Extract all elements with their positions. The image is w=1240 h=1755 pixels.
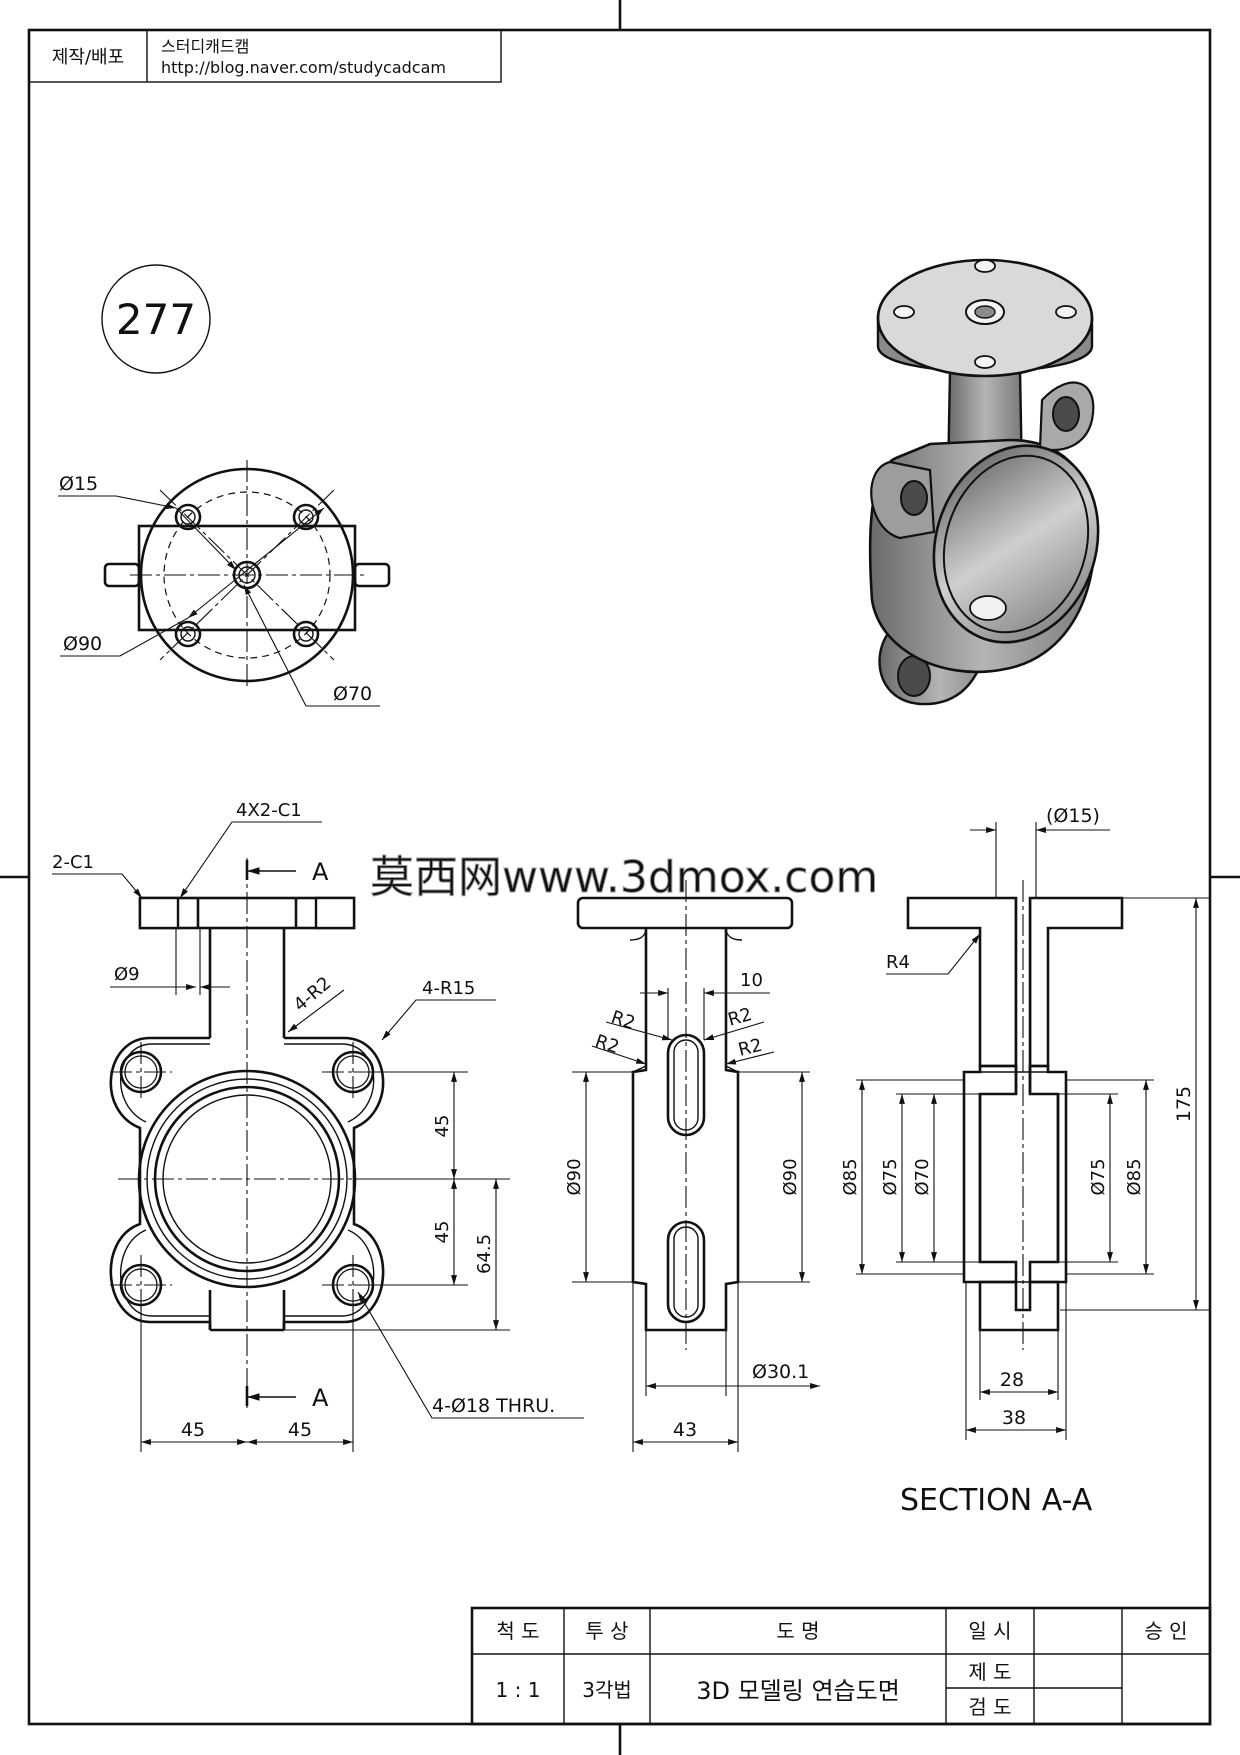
producer-url[interactable]: http://blog.naver.com/studycadcam — [161, 58, 446, 77]
front-dim-w45-right: 45 — [288, 1419, 312, 1441]
side-dim-r2-d: R2 — [736, 1035, 764, 1061]
side-dim-d90-left: Ø90 — [564, 1158, 585, 1195]
front-dim-h45-lower: 45 — [432, 1221, 453, 1244]
title-block: 척 도 투 상 도 명 일 시 승 인 1 : 1 3각법 3D 모델링 연습도… — [470, 1606, 1212, 1726]
front-dim-chamfer2: 2-C1 — [52, 852, 94, 873]
watermark-text: 莫西网www.3dmox.com — [370, 852, 878, 903]
tb-checked: 검 도 — [968, 1695, 1011, 1719]
tb-drawn: 제 도 — [968, 1660, 1011, 1684]
front-dim-h45-upper: 45 — [432, 1115, 453, 1138]
tb-head-date: 일 시 — [968, 1619, 1011, 1643]
section-dim-d70: Ø70 — [912, 1158, 933, 1195]
tb-head-scale: 척 도 — [496, 1619, 539, 1643]
side-dim-d90-right: Ø90 — [780, 1158, 801, 1195]
section-dim-d85-right: Ø85 — [1124, 1158, 1145, 1195]
side-dim-r2-c: R2 — [726, 1004, 755, 1031]
side-dim-neck: Ø30.1 — [752, 1361, 809, 1383]
front-dim-holes: 4-Ø18 THRU. — [432, 1395, 555, 1417]
drawing-number: 277 — [116, 295, 196, 344]
front-dim-fillet: 4-R2 — [290, 973, 336, 1016]
side-dim-slot: 10 — [740, 970, 763, 991]
section-marker-bottom: A — [312, 1384, 329, 1412]
tb-drawing-name: 3D 모델링 연습도면 — [696, 1677, 900, 1705]
front-dim-corner: 4-R15 — [422, 978, 475, 999]
tb-head-name: 도 명 — [776, 1619, 819, 1643]
tb-head-projection: 투 상 — [585, 1619, 628, 1643]
producer-name: 스터디캐드캠 — [161, 37, 249, 56]
section-dim-r4: R4 — [886, 952, 910, 973]
section-dim-175: 175 — [1173, 1086, 1195, 1122]
section-dim-w38: 38 — [1002, 1407, 1026, 1429]
top-view: Ø15 Ø90 Ø70 — [58, 460, 391, 707]
tb-projection: 3각법 — [582, 1678, 632, 1702]
front-dim-chamfer4: 4X2-C1 — [236, 800, 302, 821]
section-dim-d85-left: Ø85 — [840, 1158, 861, 1195]
front-view: A A 4X2-C1 2-C1 Ø9 4-R2 4-R15 45 45 64. — [52, 800, 584, 1452]
producer-header: 제작/배포 스터디캐드캠 http://blog.naver.com/study… — [28, 29, 502, 83]
section-dim-d75-left: Ø75 — [880, 1158, 901, 1195]
top-dim-hole: Ø15 — [59, 473, 98, 495]
section-dim-w28: 28 — [1000, 1369, 1024, 1391]
top-dim-center: Ø70 — [333, 683, 372, 705]
tb-scale: 1 : 1 — [496, 1678, 541, 1702]
section-dim-bore: (Ø15) — [1046, 805, 1100, 827]
drawing-number-badge: 277 — [101, 264, 211, 374]
section-view: (Ø15) R4 175 Ø85 Ø75 Ø70 Ø75 Ø85 28 38 S… — [840, 805, 1210, 1518]
front-dim-w45-left: 45 — [181, 1419, 205, 1441]
top-dim-boltcircle: Ø90 — [63, 633, 102, 655]
isometric-view — [868, 258, 1100, 706]
section-title: SECTION A-A — [900, 1483, 1093, 1518]
side-dim-r2-a: R2 — [608, 1007, 637, 1034]
section-dim-d75-right: Ø75 — [1088, 1158, 1109, 1195]
tb-head-approve: 승 인 — [1144, 1619, 1187, 1643]
side-view: 10 R2 R2 R2 R2 Ø90 Ø90 Ø30.1 43 — [564, 880, 820, 1452]
front-dim-stem: Ø9 — [114, 964, 140, 985]
producer-label: 제작/배포 — [52, 47, 124, 68]
front-dim-h64: 64.5 — [474, 1234, 495, 1274]
side-dim-width: 43 — [673, 1419, 697, 1441]
section-marker-top: A — [312, 858, 329, 886]
